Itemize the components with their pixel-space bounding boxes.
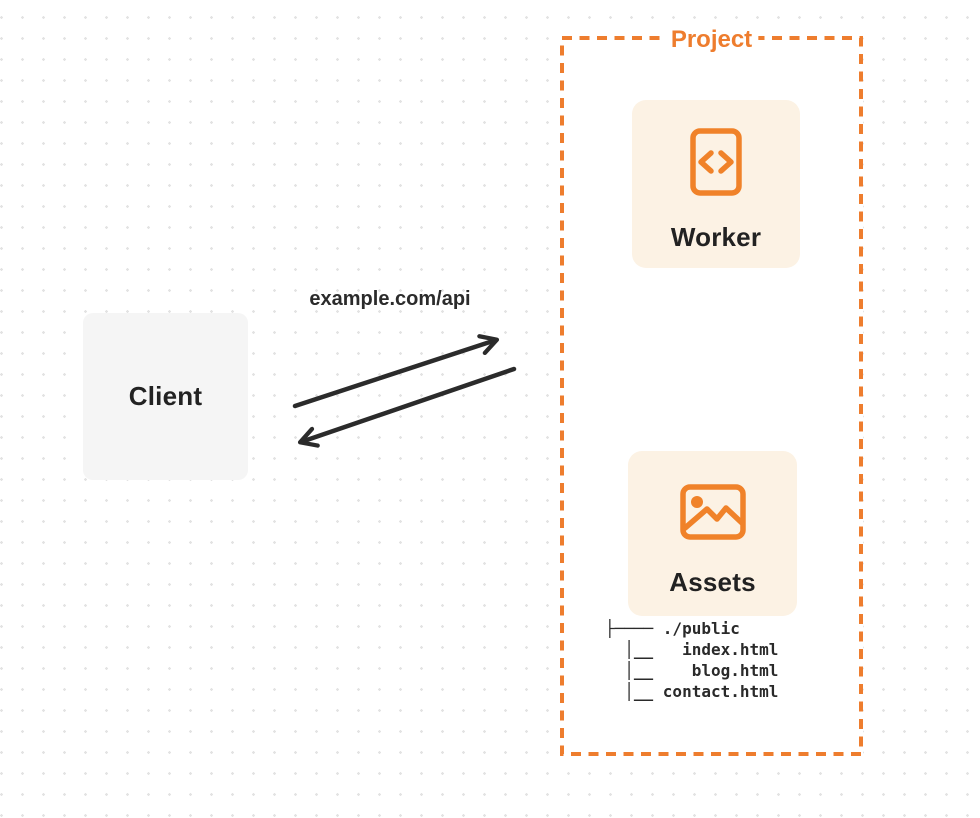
client-node: Client — [83, 313, 248, 480]
client-label: Client — [128, 381, 203, 411]
worker-label: Worker — [670, 222, 762, 252]
image-icon — [679, 484, 746, 540]
response-arrow — [297, 366, 517, 448]
project-title: Project — [664, 26, 759, 54]
assets-file-tree: ├──── ./public │__ index.html │__ blog.h… — [605, 619, 779, 701]
assets-node: Assets — [628, 451, 797, 616]
request-url-label: example.com/api — [309, 288, 471, 310]
project-group: Project Worker Assets ├──── ./public │__… — [560, 26, 863, 756]
request-arrow — [292, 334, 500, 409]
code-file-icon — [690, 128, 742, 196]
worker-node: Worker — [632, 100, 800, 268]
assets-label: Assets — [669, 567, 756, 597]
